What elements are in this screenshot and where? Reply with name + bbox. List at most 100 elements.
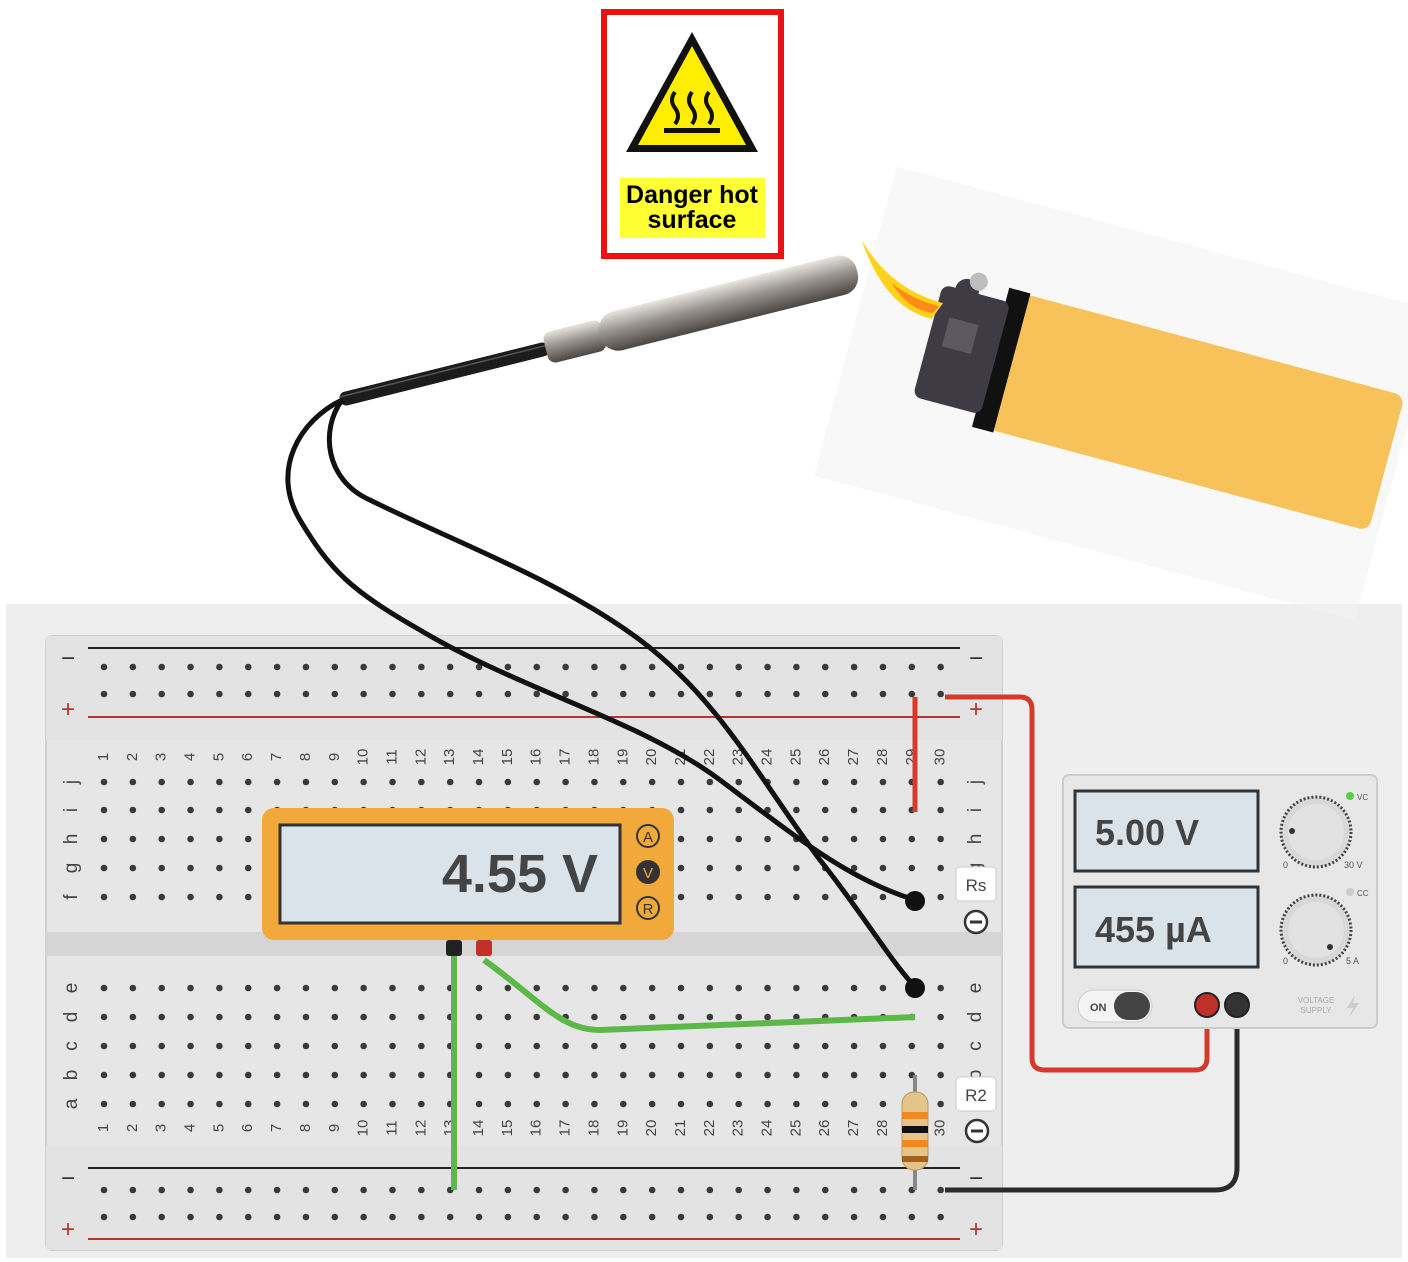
breadboard-hole[interactable] [274,1043,281,1050]
breadboard-hole[interactable] [245,1014,252,1021]
breadboard-hole[interactable] [274,779,281,786]
breadboard-hole[interactable] [216,1043,223,1050]
breadboard-hole[interactable] [937,1072,944,1079]
breadboard-hole[interactable] [101,865,108,872]
breadboard-hole[interactable] [707,1014,714,1021]
breadboard-hole[interactable] [880,1187,887,1194]
breadboard-hole[interactable] [130,664,137,671]
breadboard-hole[interactable] [591,1072,598,1079]
breadboard-hole[interactable] [158,865,165,872]
breadboard-hole[interactable] [476,1014,483,1021]
breadboard-hole[interactable] [130,894,137,901]
breadboard-hole[interactable] [649,691,656,698]
breadboard-hole[interactable] [245,1214,252,1221]
breadboard-hole[interactable] [707,664,714,671]
breadboard-hole[interactable] [793,664,800,671]
breadboard-hole[interactable] [735,985,742,992]
breadboard-hole[interactable] [245,1043,252,1050]
breadboard-hole[interactable] [303,1043,310,1050]
breadboard-hole[interactable] [158,836,165,843]
breadboard-hole[interactable] [158,1043,165,1050]
breadboard-hole[interactable] [707,1101,714,1108]
breadboard-hole[interactable] [130,1043,137,1050]
breadboard-hole[interactable] [418,1014,425,1021]
breadboard-hole[interactable] [476,691,483,698]
breadboard-hole[interactable] [735,865,742,872]
breadboard-hole[interactable] [764,1043,771,1050]
breadboard-hole[interactable] [245,691,252,698]
breadboard-hole[interactable] [245,807,252,814]
breadboard-hole[interactable] [245,1072,252,1079]
breadboard-hole[interactable] [332,1214,339,1221]
breadboard-hole[interactable] [909,1043,916,1050]
breadboard-hole[interactable] [216,985,223,992]
breadboard-hole[interactable] [332,691,339,698]
breadboard-hole[interactable] [216,1072,223,1079]
breadboard-hole[interactable] [245,865,252,872]
breadboard-hole[interactable] [360,1014,367,1021]
breadboard-hole[interactable] [649,1187,656,1194]
breadboard-hole[interactable] [880,985,887,992]
breadboard-hole[interactable] [678,807,685,814]
breadboard-hole[interactable] [418,1187,425,1194]
breadboard-hole[interactable] [158,1187,165,1194]
breadboard-hole[interactable] [707,1043,714,1050]
breadboard-hole[interactable] [649,1214,656,1221]
breadboard-hole[interactable] [937,664,944,671]
breadboard-hole[interactable] [591,1187,598,1194]
breadboard-hole[interactable] [360,1043,367,1050]
breadboard-hole[interactable] [707,836,714,843]
breadboard-hole[interactable] [476,1187,483,1194]
breadboard-hole[interactable] [880,1043,887,1050]
breadboard-hole[interactable] [937,779,944,786]
breadboard-hole[interactable] [187,807,194,814]
breadboard-hole[interactable] [158,691,165,698]
breadboard-hole[interactable] [649,1072,656,1079]
breadboard-hole[interactable] [707,779,714,786]
breadboard-hole[interactable] [130,985,137,992]
breadboard-hole[interactable] [793,691,800,698]
breadboard-hole[interactable] [187,985,194,992]
breadboard-hole[interactable] [274,1072,281,1079]
breadboard-hole[interactable] [678,664,685,671]
breadboard-hole[interactable] [101,1043,108,1050]
breadboard-hole[interactable] [389,1187,396,1194]
breadboard-hole[interactable] [851,836,858,843]
breadboard-hole[interactable] [591,691,598,698]
breadboard-hole[interactable] [187,1072,194,1079]
breadboard-hole[interactable] [707,691,714,698]
breadboard-hole[interactable] [764,1101,771,1108]
breadboard-hole[interactable] [707,1214,714,1221]
breadboard-hole[interactable] [678,985,685,992]
breadboard-hole[interactable] [216,836,223,843]
breadboard-hole[interactable] [130,836,137,843]
breadboard-hole[interactable] [418,1072,425,1079]
breadboard-hole[interactable] [707,807,714,814]
breadboard-hole[interactable] [764,985,771,992]
breadboard-hole[interactable] [937,1214,944,1221]
breadboard-hole[interactable] [880,807,887,814]
breadboard-hole[interactable] [332,1014,339,1021]
breadboard-hole[interactable] [187,836,194,843]
breadboard-hole[interactable] [937,894,944,901]
breadboard-hole[interactable] [303,691,310,698]
breadboard-hole[interactable] [591,1014,598,1021]
breadboard-hole[interactable] [447,779,454,786]
breadboard-hole[interactable] [880,1214,887,1221]
breadboard-hole[interactable] [678,1101,685,1108]
breadboard-hole[interactable] [360,1187,367,1194]
breadboard-hole[interactable] [187,1214,194,1221]
breadboard-hole[interactable] [303,1072,310,1079]
breadboard-hole[interactable] [735,894,742,901]
breadboard-hole[interactable] [620,664,627,671]
probe-com-terminal[interactable] [446,940,462,956]
breadboard-hole[interactable] [130,807,137,814]
breadboard-hole[interactable] [505,1187,512,1194]
breadboard-hole[interactable] [130,1014,137,1021]
breadboard-hole[interactable] [620,1187,627,1194]
breadboard-hole[interactable] [274,691,281,698]
breadboard-hole[interactable] [851,1101,858,1108]
breadboard-hole[interactable] [533,1214,540,1221]
breadboard-hole[interactable] [418,985,425,992]
breadboard-hole[interactable] [937,1187,944,1194]
